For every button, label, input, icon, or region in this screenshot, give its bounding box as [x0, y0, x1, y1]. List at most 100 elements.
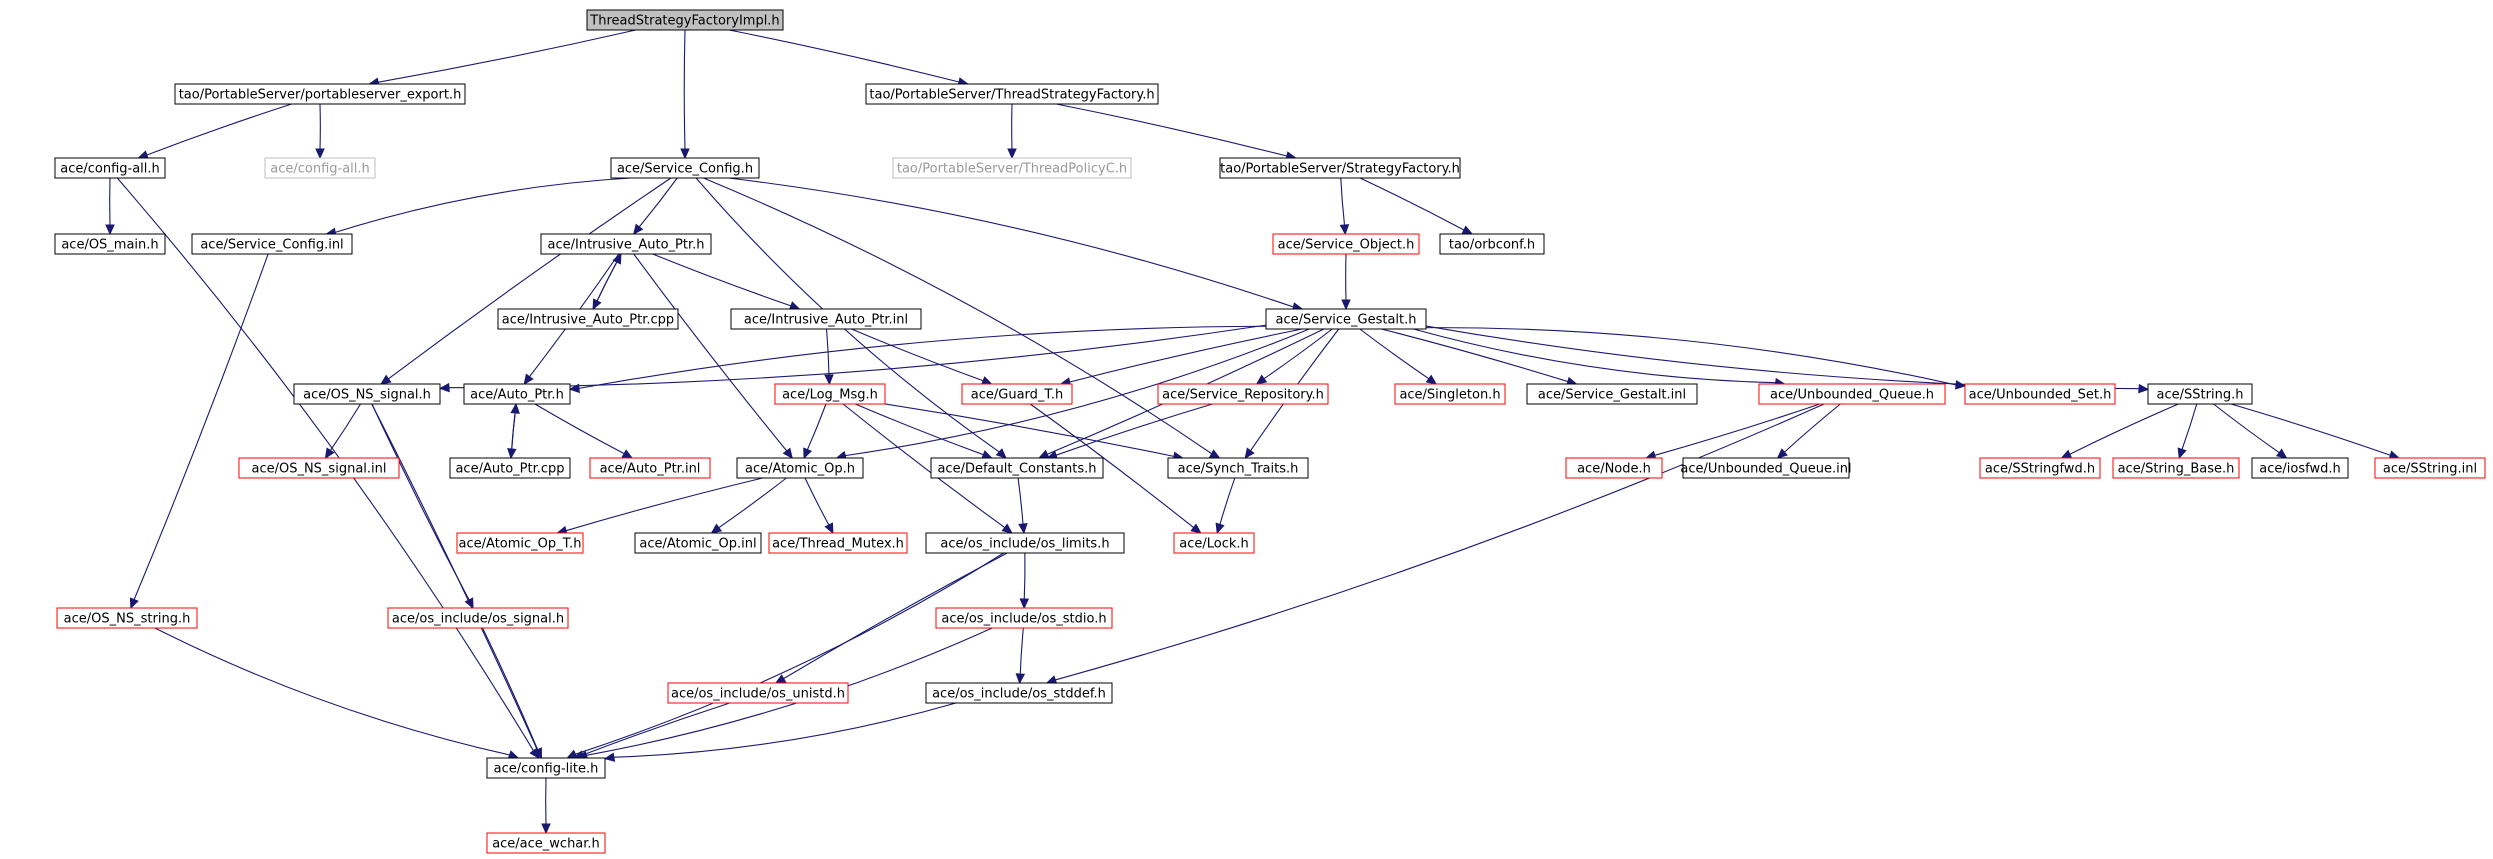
node-lock[interactable]: ace/Lock.h [1173, 532, 1255, 554]
edge-line [638, 177, 678, 228]
node-box [865, 83, 1159, 105]
node-osstddef[interactable]: ace/os_include/os_stddef.h [925, 682, 1113, 704]
node-tmutex[interactable]: ace/Thread_Mutex.h [768, 532, 908, 554]
edge-line [1359, 177, 1465, 231]
edge-line [728, 177, 1294, 308]
edge-line [2069, 403, 2179, 455]
node-cfgall[interactable]: ace/config-all.h [54, 157, 166, 179]
edge-arrowhead [1019, 598, 1030, 610]
edge-arrowhead [438, 382, 450, 393]
node-iapinl[interactable]: ace/Intrusive_Auto_Ptr.inl [730, 308, 922, 330]
node-sstrfwd[interactable]: ace/SStringfwd.h [1979, 457, 2101, 479]
node-box [2251, 457, 2349, 479]
edge-svccfg-to-svcinl [325, 177, 631, 237]
node-repo[interactable]: ace/Service_Repository.h [1157, 383, 1329, 405]
node-label: ace/OS_main.h [61, 238, 158, 253]
node-atomict[interactable]: ace/Atomic_Op_T.h [456, 532, 584, 554]
node-nsstring[interactable]: ace/OS_NS_string.h [56, 607, 198, 629]
edge-arrowhead [680, 148, 690, 160]
edge-arrowhead [995, 448, 1007, 459]
node-logmsg[interactable]: ace/Log_Msg.h [774, 383, 886, 405]
node-cfgall2[interactable]: ace/config-all.h [264, 157, 376, 179]
node-osmain[interactable]: ace/OS_main.h [54, 233, 166, 255]
edge-pse-to-cfgall [137, 103, 292, 160]
node-svcinl[interactable]: ace/Service_Config.inl [191, 233, 353, 255]
edge-line [582, 702, 730, 756]
node-svcobj[interactable]: ace/Service_Object.h [1272, 233, 1420, 255]
node-label: ace/Guard_T.h [971, 388, 1063, 403]
edge-svccfg-to-gestalt [728, 177, 1304, 312]
node-tpc[interactable]: tao/PortableServer/ThreadPolicyC.h [892, 157, 1132, 179]
node-atomicinl[interactable]: ace/Atomic_Op.inl [634, 532, 762, 554]
node-atomic[interactable]: ace/Atomic_Op.h [736, 457, 864, 479]
edge-autoptr-to-autoptrinl [534, 403, 634, 459]
node-ossignal[interactable]: ace/os_include/os_signal.h [387, 607, 569, 629]
node-autoptrcpp[interactable]: ace/Auto_Ptr.cpp [449, 457, 571, 479]
edge-autoptrcpp-to-autoptr [510, 402, 520, 459]
node-oslimits[interactable]: ace/os_include/os_limits.h [925, 532, 1125, 554]
edge-line [335, 177, 631, 233]
edge-line [592, 261, 618, 310]
edge-line [2181, 403, 2198, 450]
edge-ossignal-to-cfglite [482, 627, 542, 760]
node-synch[interactable]: ace/Synch_Traits.h [1167, 457, 1309, 479]
node-gestaltinl[interactable]: ace/Service_Gestalt.inl [1526, 383, 1698, 405]
node-label: ace/config-lite.h [494, 762, 599, 777]
edge-logmsg-to-synch [884, 403, 1185, 461]
edge-arrowhead [824, 374, 834, 386]
node-tsf[interactable]: tao/PortableServer/ThreadStrategyFactory… [865, 83, 1159, 105]
node-osstdio[interactable]: ace/os_include/os_stdio.h [935, 607, 1113, 629]
node-label: ace/Atomic_Op_T.h [459, 537, 582, 552]
edge-line [1340, 177, 1346, 226]
node-iap[interactable]: ace/Intrusive_Auto_Ptr.h [540, 233, 712, 255]
node-box [774, 383, 886, 405]
node-label: ace/Lock.h [1179, 537, 1249, 552]
node-sstrinl[interactable]: ace/SString.inl [2374, 457, 2486, 479]
node-iapcpp[interactable]: ace/Intrusive_Auto_Ptr.cpp [497, 308, 679, 330]
node-ubs[interactable]: ace/Unbounded_Set.h [1964, 383, 2116, 405]
node-cfglite[interactable]: ace/config-lite.h [486, 757, 606, 779]
node-pse[interactable]: tao/PortableServer/portableserver_export… [174, 83, 466, 105]
edge-iap-to-iapinl [652, 253, 801, 311]
node-svccfg[interactable]: ace/Service_Config.h [610, 157, 760, 179]
edge-gestalt-to-gestaltinl [1381, 328, 1578, 387]
edge-line [1055, 403, 1213, 456]
node-autoptrinl[interactable]: ace/Auto_Ptr.inl [589, 457, 711, 479]
node-orbconf[interactable]: tao/orbconf.h [1439, 233, 1545, 255]
node-box [1565, 457, 1663, 479]
node-ubqinl[interactable]: ace/Unbounded_Queue.inl [1680, 457, 1852, 479]
node-box [293, 383, 441, 405]
node-wchar[interactable]: ace/ace_wchar.h [486, 832, 606, 854]
node-box [540, 233, 712, 255]
edge-arrowhead [129, 597, 139, 610]
node-defconst[interactable]: ace/Default_Constants.h [930, 457, 1104, 479]
node-box [935, 607, 1113, 629]
node-guard[interactable]: ace/Guard_T.h [961, 383, 1073, 405]
node-strbase[interactable]: ace/String_Base.h [2112, 457, 2240, 479]
edge-line [1019, 627, 1024, 675]
node-singleton[interactable]: ace/Singleton.h [1394, 383, 1506, 405]
node-label: ace/OS_NS_signal.h [303, 388, 431, 403]
node-iosfwd[interactable]: ace/iosfwd.h [2251, 457, 2349, 479]
edge-ubq-to-ubqinl [1776, 403, 1841, 459]
node-sf[interactable]: tao/PortableServer/StrategyFactory.h [1219, 157, 1461, 179]
edge-line [388, 177, 672, 380]
node-osunistd[interactable]: ace/os_include/os_unistd.h [667, 682, 849, 704]
node-box [925, 682, 1113, 704]
edge-arrowhead [980, 376, 993, 385]
edge-line [1381, 328, 1569, 383]
node-root[interactable]: ThreadStrategyFactoryImpl.h [586, 9, 784, 31]
edge-arrowhead [1215, 522, 1225, 535]
node-ubq[interactable]: ace/Unbounded_Queue.h [1758, 383, 1946, 405]
node-sstring[interactable]: ace/SString.h [2147, 383, 2253, 405]
node-box [610, 157, 760, 179]
edge-line [1056, 103, 1288, 157]
node-nssiginl[interactable]: ace/OS_NS_signal.inl [238, 457, 400, 479]
node-autoptr[interactable]: ace/Auto_Ptr.h [463, 383, 571, 405]
node-nssig[interactable]: ace/OS_NS_signal.h [293, 383, 441, 405]
node-label: ace/Thread_Mutex.h [772, 537, 904, 552]
edge-line [1263, 328, 1333, 380]
edge-arrowhead [1955, 380, 1967, 390]
node-node[interactable]: ace/Node.h [1565, 457, 1663, 479]
node-gestalt[interactable]: ace/Service_Gestalt.h [1265, 308, 1427, 330]
